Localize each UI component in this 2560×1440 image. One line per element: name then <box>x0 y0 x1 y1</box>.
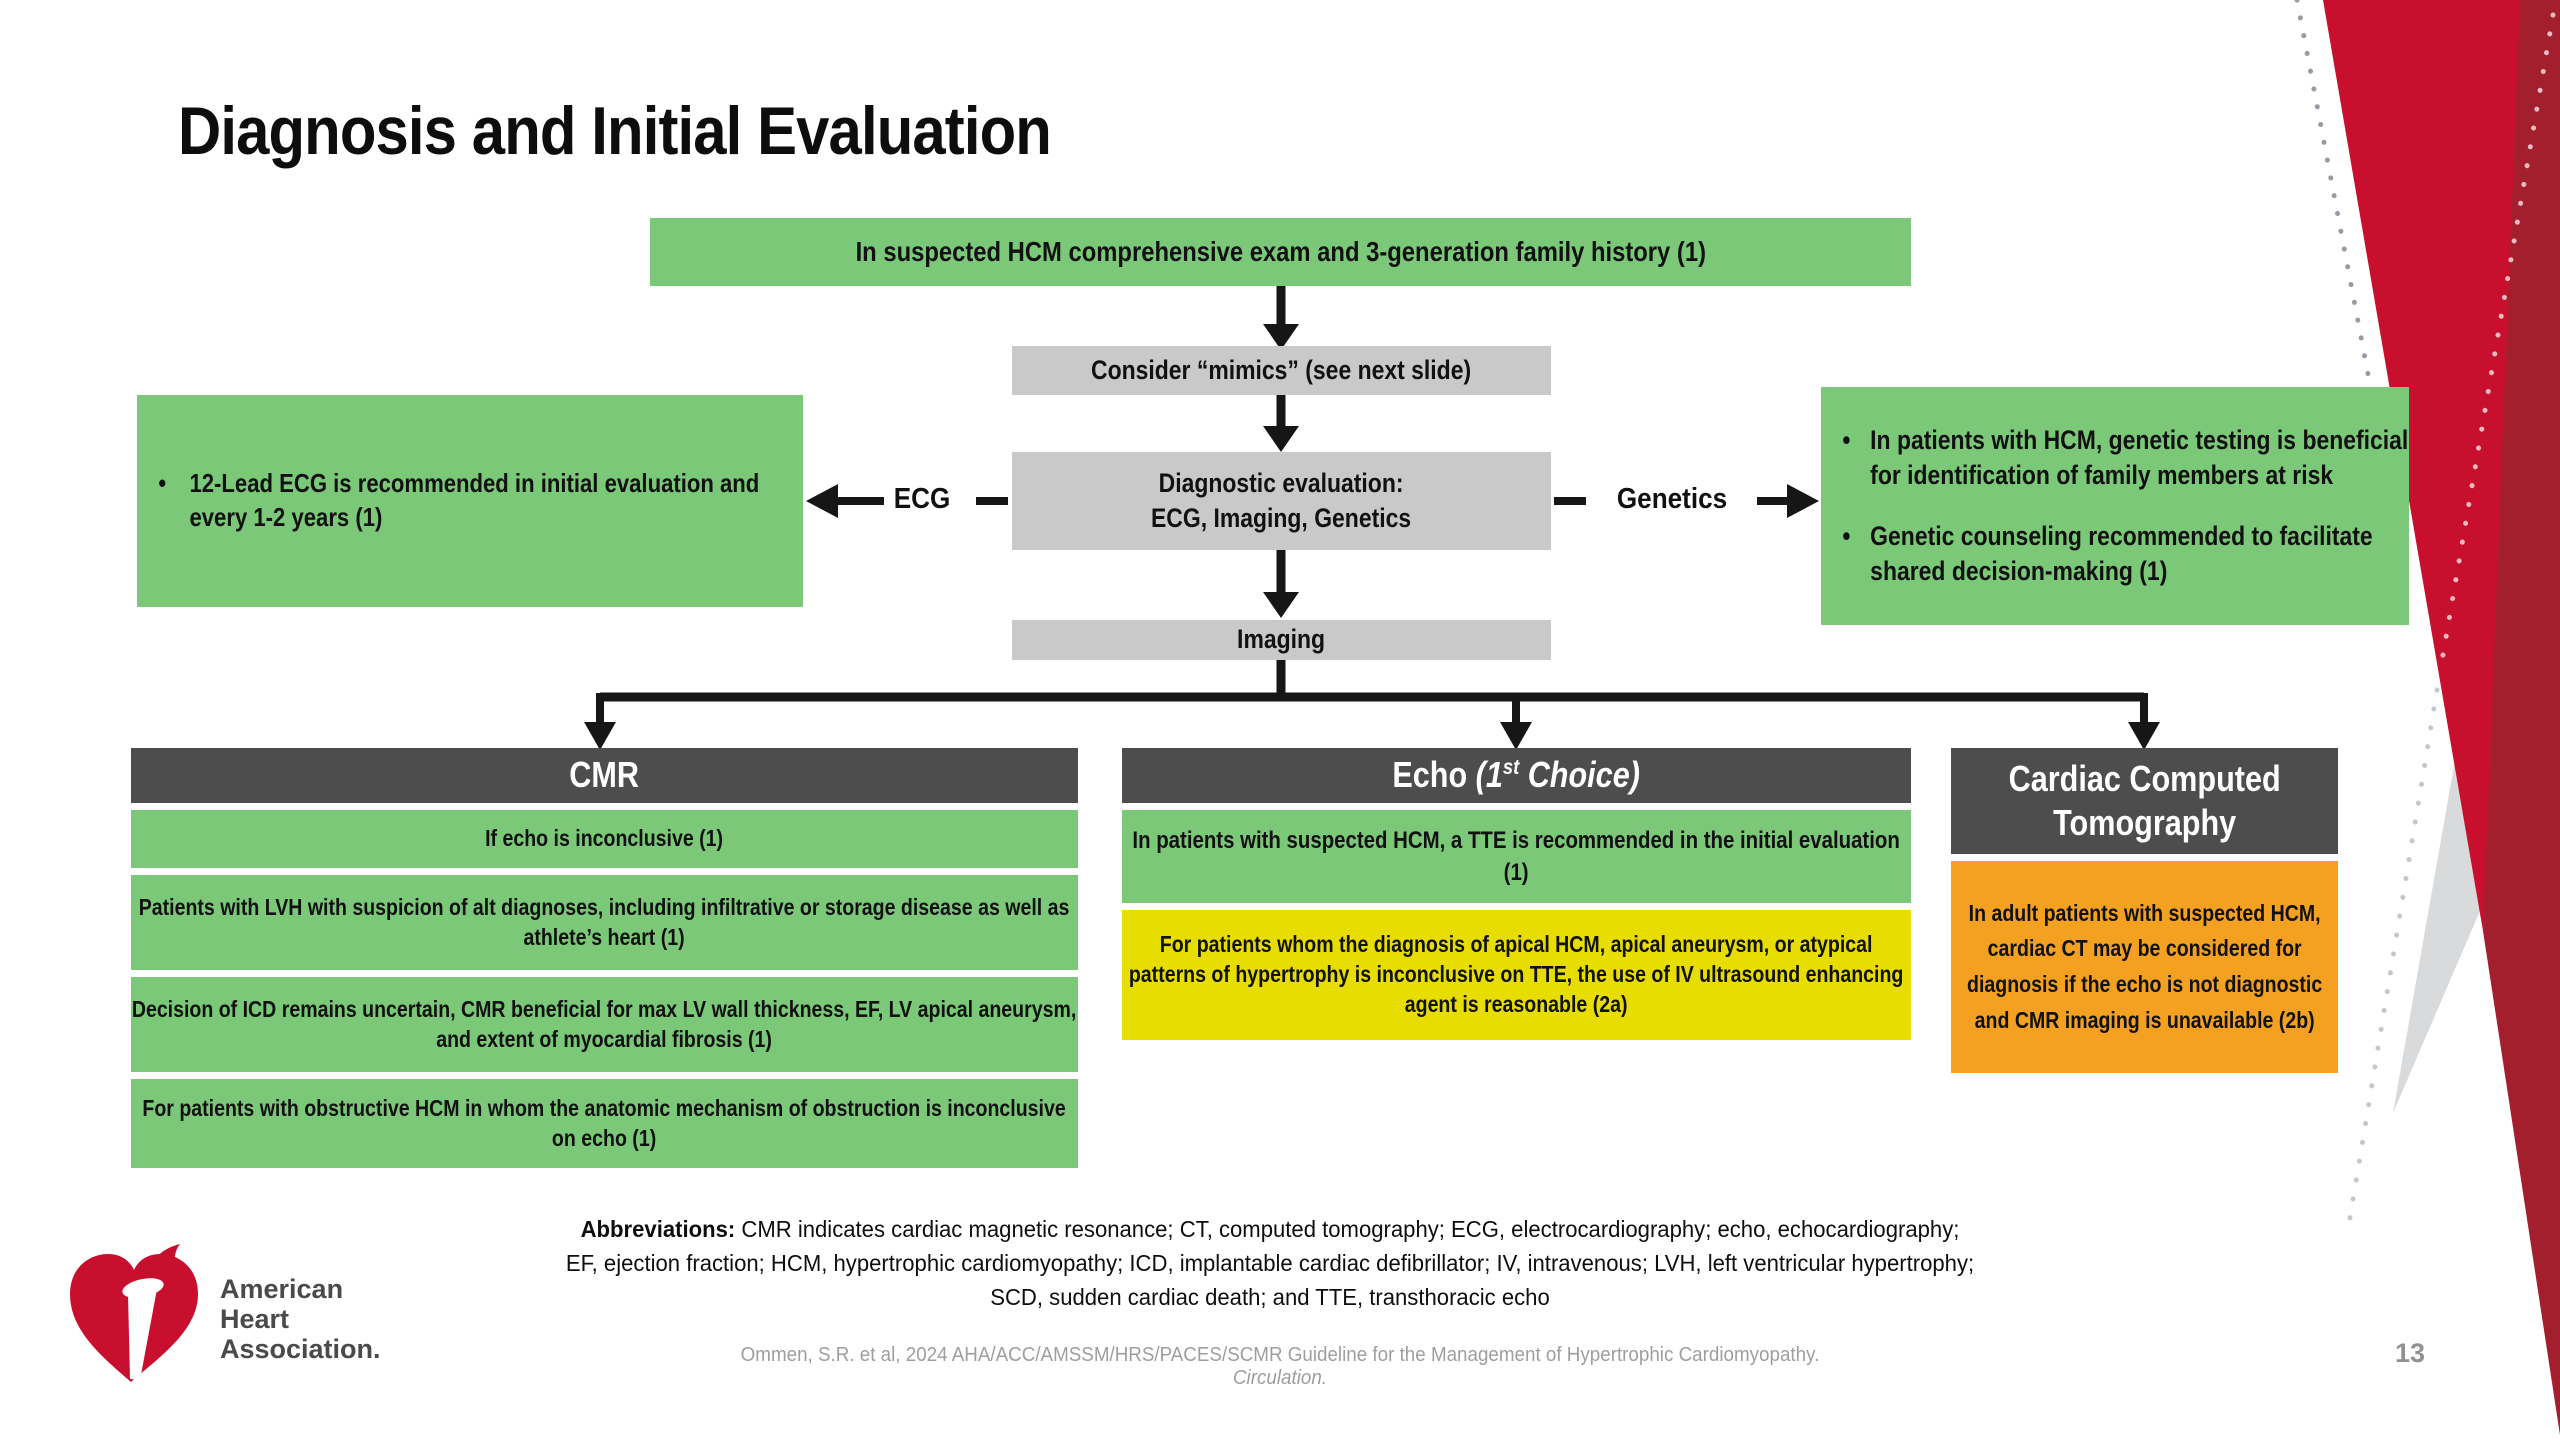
flow-box-imaging-text: Imaging <box>1237 624 1326 655</box>
echo-header-prefix: Echo <box>1392 754 1477 796</box>
ecg-recommendation-text: 12-Lead ECG is recommended in initial ev… <box>189 468 760 532</box>
cmr-row-2-text: Patients with LVH with suspicion of alt … <box>139 893 1070 950</box>
diagnostic-evaluation-line2: ECG, Imaging, Genetics <box>1151 503 1412 533</box>
ecg-branch-label: ECG <box>893 483 951 515</box>
cmr-header-text: CMR <box>569 754 640 796</box>
dotted-line-left <box>2294 0 2375 398</box>
flow-box-mimics-text: Consider “mimics” (see next slide) <box>1091 354 1472 385</box>
citation-journal: Circulation. <box>1232 1367 1328 1389</box>
echo-yellow-row-text: For patients whom the diagnosis of apica… <box>1129 931 1904 1017</box>
echo-green-row: In patients with suspected HCM, a TTE is… <box>1122 810 1911 903</box>
genetics-bullet-1: In patients with HCM, genetic testing is… <box>1870 424 2409 490</box>
dotted-line-on-red <box>2437 12 2556 675</box>
flow-box-suspected-hcm: In suspected HCM comprehensive exam and … <box>650 218 1911 286</box>
citation-text: Ommen, S.R. et al, 2024 AHA/ACC/AMSSM/HR… <box>740 1344 1820 1366</box>
diagnostic-evaluation-line1: Diagnostic evaluation: <box>1159 467 1404 498</box>
abbreviations-text: CMR indicates cardiac magnetic resonance… <box>565 1216 1975 1311</box>
cmr-row-2: Patients with LVH with suspicion of alt … <box>131 875 1078 970</box>
ct-header-text: Cardiac Computed Tomography <box>2008 758 2281 843</box>
bullet-icon: • <box>1842 521 1851 551</box>
citation: Ommen, S.R. et al, 2024 AHA/ACC/AMSSM/HR… <box>725 1344 1834 1390</box>
aha-logo: American Heart Association. <box>56 1244 381 1394</box>
cmr-row-4-text: For patients with obstructive HCM in who… <box>142 1094 1067 1151</box>
ct-column-header: Cardiac Computed Tomography <box>1951 748 2338 854</box>
flow-box-suspected-hcm-text: In suspected HCM comprehensive exam and … <box>855 235 1706 267</box>
logo-text-line1: American <box>220 1273 344 1304</box>
genetics-branch-label: Genetics <box>1616 483 1728 515</box>
flow-box-mimics: Consider “mimics” (see next slide) <box>1012 346 1551 395</box>
echo-header-superscript: st <box>1503 754 1520 780</box>
ct-orange-row-text: In adult patients with suspected HCM, ca… <box>1966 899 2323 1033</box>
dark-red-wedge <box>2483 0 2560 1435</box>
flow-box-imaging: Imaging <box>1012 620 1551 660</box>
cmr-row-1: If echo is inconclusive (1) <box>131 810 1078 868</box>
page-title: Diagnosis and Initial Evaluation <box>178 93 1052 169</box>
logo-text-line2: Heart <box>220 1303 290 1334</box>
echo-green-row-text: In patients with suspected HCM, a TTE is… <box>1132 827 1901 886</box>
echo-header-italic-close: Choice) <box>1519 754 1641 796</box>
cmr-row-4: For patients with obstructive HCM in who… <box>131 1079 1078 1168</box>
aha-heart-torch-icon <box>70 1244 198 1382</box>
bullet-icon: • <box>158 468 167 499</box>
echo-column-header: Echo (1st Choice) <box>1122 748 1911 803</box>
abbreviations-block: Abbreviations: CMR indicates cardiac mag… <box>565 1212 1975 1314</box>
cmr-column-header: CMR <box>131 748 1078 803</box>
echo-header-italic-open: (1 <box>1476 754 1504 796</box>
cmr-row-3: Decision of ICD remains uncertain, CMR b… <box>131 977 1078 1072</box>
cmr-row-3-text: Decision of ICD remains uncertain, CMR b… <box>132 995 1077 1052</box>
cmr-row-1-text: If echo is inconclusive (1) <box>485 825 724 852</box>
genetics-bullet-2: Genetic counseling recommended to facili… <box>1870 521 2373 587</box>
page-number: 13 <box>2394 1338 2426 1368</box>
dotted-line-lower <box>2347 687 2440 1221</box>
logo-text-line3: Association. <box>220 1334 381 1365</box>
echo-yellow-row: For patients whom the diagnosis of apica… <box>1122 910 1911 1040</box>
flow-box-genetics-recommendations: • In patients with HCM, genetic testing … <box>1821 387 2409 625</box>
ct-orange-row: In adult patients with suspected HCM, ca… <box>1951 861 2338 1073</box>
flow-box-ecg-recommendation: • 12-Lead ECG is recommended in initial … <box>137 395 803 607</box>
bullet-icon: • <box>1842 424 1851 455</box>
abbreviations-label: Abbreviations: <box>580 1216 736 1242</box>
flow-box-diagnostic-evaluation: Diagnostic evaluation: ECG, Imaging, Gen… <box>1012 452 1551 550</box>
